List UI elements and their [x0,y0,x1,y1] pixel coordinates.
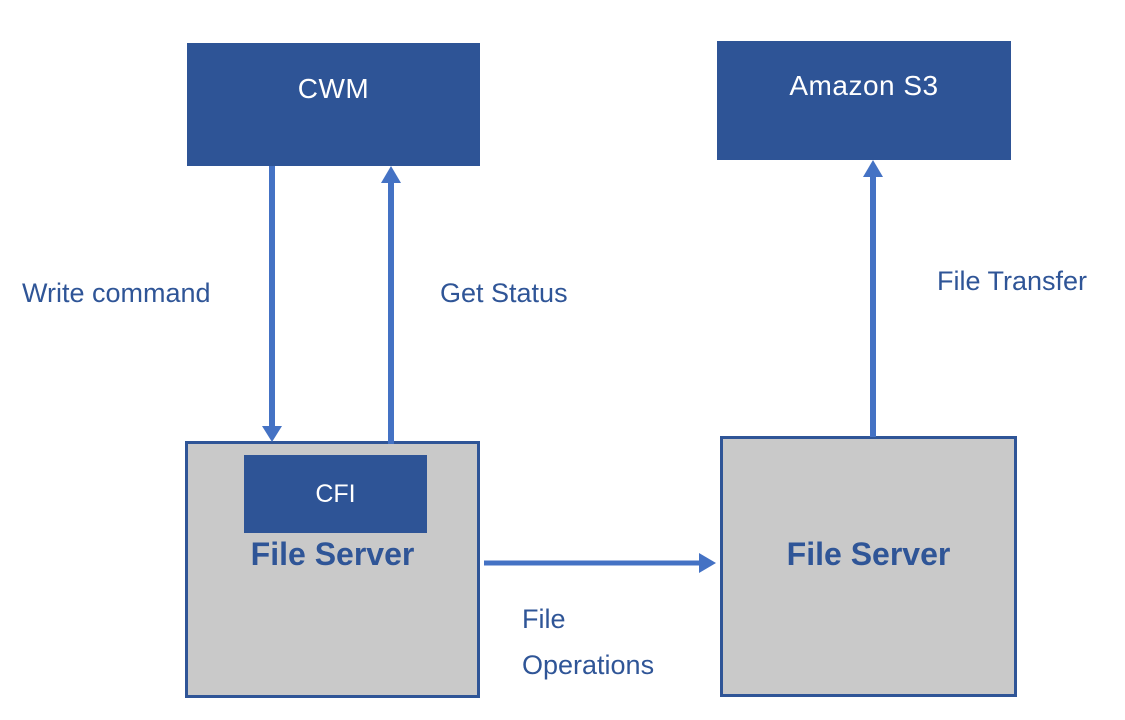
file-transfer-arrow [863,160,883,437]
file-server-right-label: File Server [786,536,951,572]
cfi-node: CFI [244,455,427,533]
file-server-left-label: File Server [250,536,415,572]
get-status-edge-label: Get Status [440,278,568,308]
cwm-node-label: CWM [297,73,370,104]
file-server-right-node: File Server [720,436,1017,697]
amazon-s3-node: Amazon S3 [717,41,1011,160]
get-status-arrow [381,166,401,444]
write-command-edge-label: Write command [22,278,211,308]
file-transfer-edge-label: File Transfer [937,266,1088,296]
file-operations-arrow [484,553,716,573]
file-operations-edge-label: File Operations [522,604,655,680]
cwm-node: CWM [187,43,480,166]
amazon-s3-node-label: Amazon S3 [789,70,939,101]
cfi-node-label: CFI [315,479,356,508]
file-server-left-node: CFI File Server [185,441,480,698]
write-command-arrow [262,166,282,442]
